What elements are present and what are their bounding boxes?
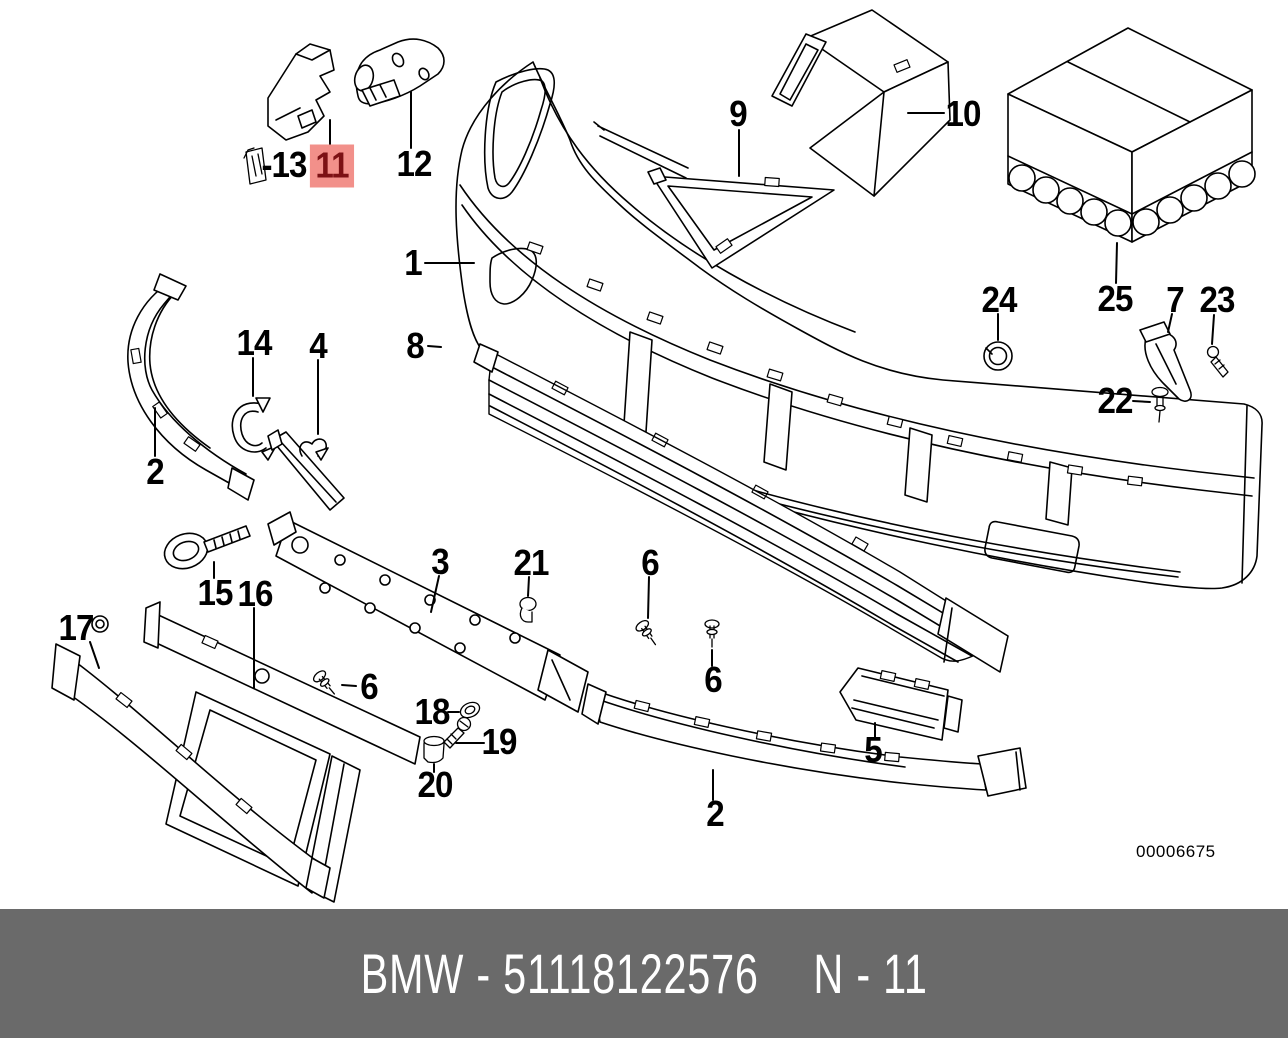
callout-17[interactable]: 17 (58, 607, 94, 648)
callout-5[interactable]: 5 (864, 729, 882, 770)
part-19-screw-drawing (444, 718, 471, 749)
part-5-grille-insert-drawing (840, 668, 962, 740)
callout-7[interactable]: 7 (1166, 279, 1184, 320)
part-13-clip-icon (244, 148, 266, 184)
callout-23[interactable]: 23 (1199, 279, 1235, 320)
callout-15[interactable]: 15 (197, 572, 233, 613)
part-2-bottom-trim-strip-drawing (582, 684, 1026, 796)
part-18-washer-drawing (458, 699, 482, 720)
part-11-bracket-drawing (268, 44, 334, 140)
part-14-clamp-drawing (232, 398, 276, 460)
callout-6[interactable]: 6 (704, 659, 722, 700)
callout-3[interactable]: 3 (431, 541, 449, 582)
callout-20[interactable]: 20 (417, 764, 453, 805)
callout-2[interactable]: 2 (146, 451, 164, 492)
callout-leader-lines (90, 92, 1214, 800)
part-number-bar-text: BMW - 51118122576 N - 11 (360, 941, 927, 1006)
part-8-grille-strip-drawing (474, 344, 1008, 672)
part-4-trim-piece-drawing (268, 430, 344, 510)
part-3-carrier-bar-drawing (268, 512, 588, 712)
diagram-page-reference: N - 11 (813, 942, 928, 1005)
part-15-tow-hook-drawing (160, 526, 250, 574)
part-2-left-trim-strip-drawing (128, 274, 254, 500)
callout-16[interactable]: 16 (237, 573, 273, 614)
part-21-plug-drawing (520, 598, 536, 623)
part-24-grommet-drawing (984, 342, 1012, 370)
callout-9[interactable]: 9 (729, 93, 747, 134)
callout-14[interactable]: 14 (236, 322, 272, 363)
callout-10[interactable]: 10 (945, 93, 981, 134)
brand-and-part-number: BMW - 51118122576 (360, 942, 759, 1005)
drawing-number-watermark: 00006675 (1136, 842, 1216, 861)
callout-25[interactable]: 25 (1097, 278, 1133, 319)
part-10-air-duct-drawing (772, 10, 950, 196)
callout-22[interactable]: 22 (1097, 380, 1133, 421)
callout-13[interactable]: -13 (261, 144, 307, 185)
part-17-lower-strip-drawing (52, 616, 330, 898)
part-7-bracket-drawing (1140, 322, 1191, 401)
part-20-cap-nut-drawing (424, 737, 444, 763)
callout-4[interactable]: 4 (309, 325, 327, 366)
part-22-rivet-drawing (1152, 388, 1168, 423)
callout-24[interactable]: 24 (981, 279, 1017, 320)
callout-21[interactable]: 21 (513, 542, 549, 583)
callout-11-highlighted[interactable]: 11 (309, 144, 355, 188)
part-23-screw-drawing (1208, 347, 1229, 378)
callout-19[interactable]: 19 (481, 721, 517, 762)
callout-6[interactable]: 6 (641, 542, 659, 583)
part-9-frame-drawing (594, 122, 834, 268)
callout-18[interactable]: 18 (414, 691, 450, 732)
part-16-license-bracket-drawing (144, 602, 420, 902)
part-number-bar: BMW - 51118122576 N - 11 (0, 909, 1288, 1038)
callout-12[interactable]: 12 (396, 143, 432, 184)
callout-6[interactable]: 6 (360, 666, 378, 707)
part-25-parts-box-drawing (1008, 28, 1255, 242)
callout-2[interactable]: 2 (706, 793, 724, 834)
part-12-bracket-drawing (352, 39, 444, 106)
callout-8[interactable]: 8 (406, 325, 424, 366)
exploded-parts-drawing (0, 0, 1288, 909)
callout-1[interactable]: 1 (404, 242, 422, 283)
